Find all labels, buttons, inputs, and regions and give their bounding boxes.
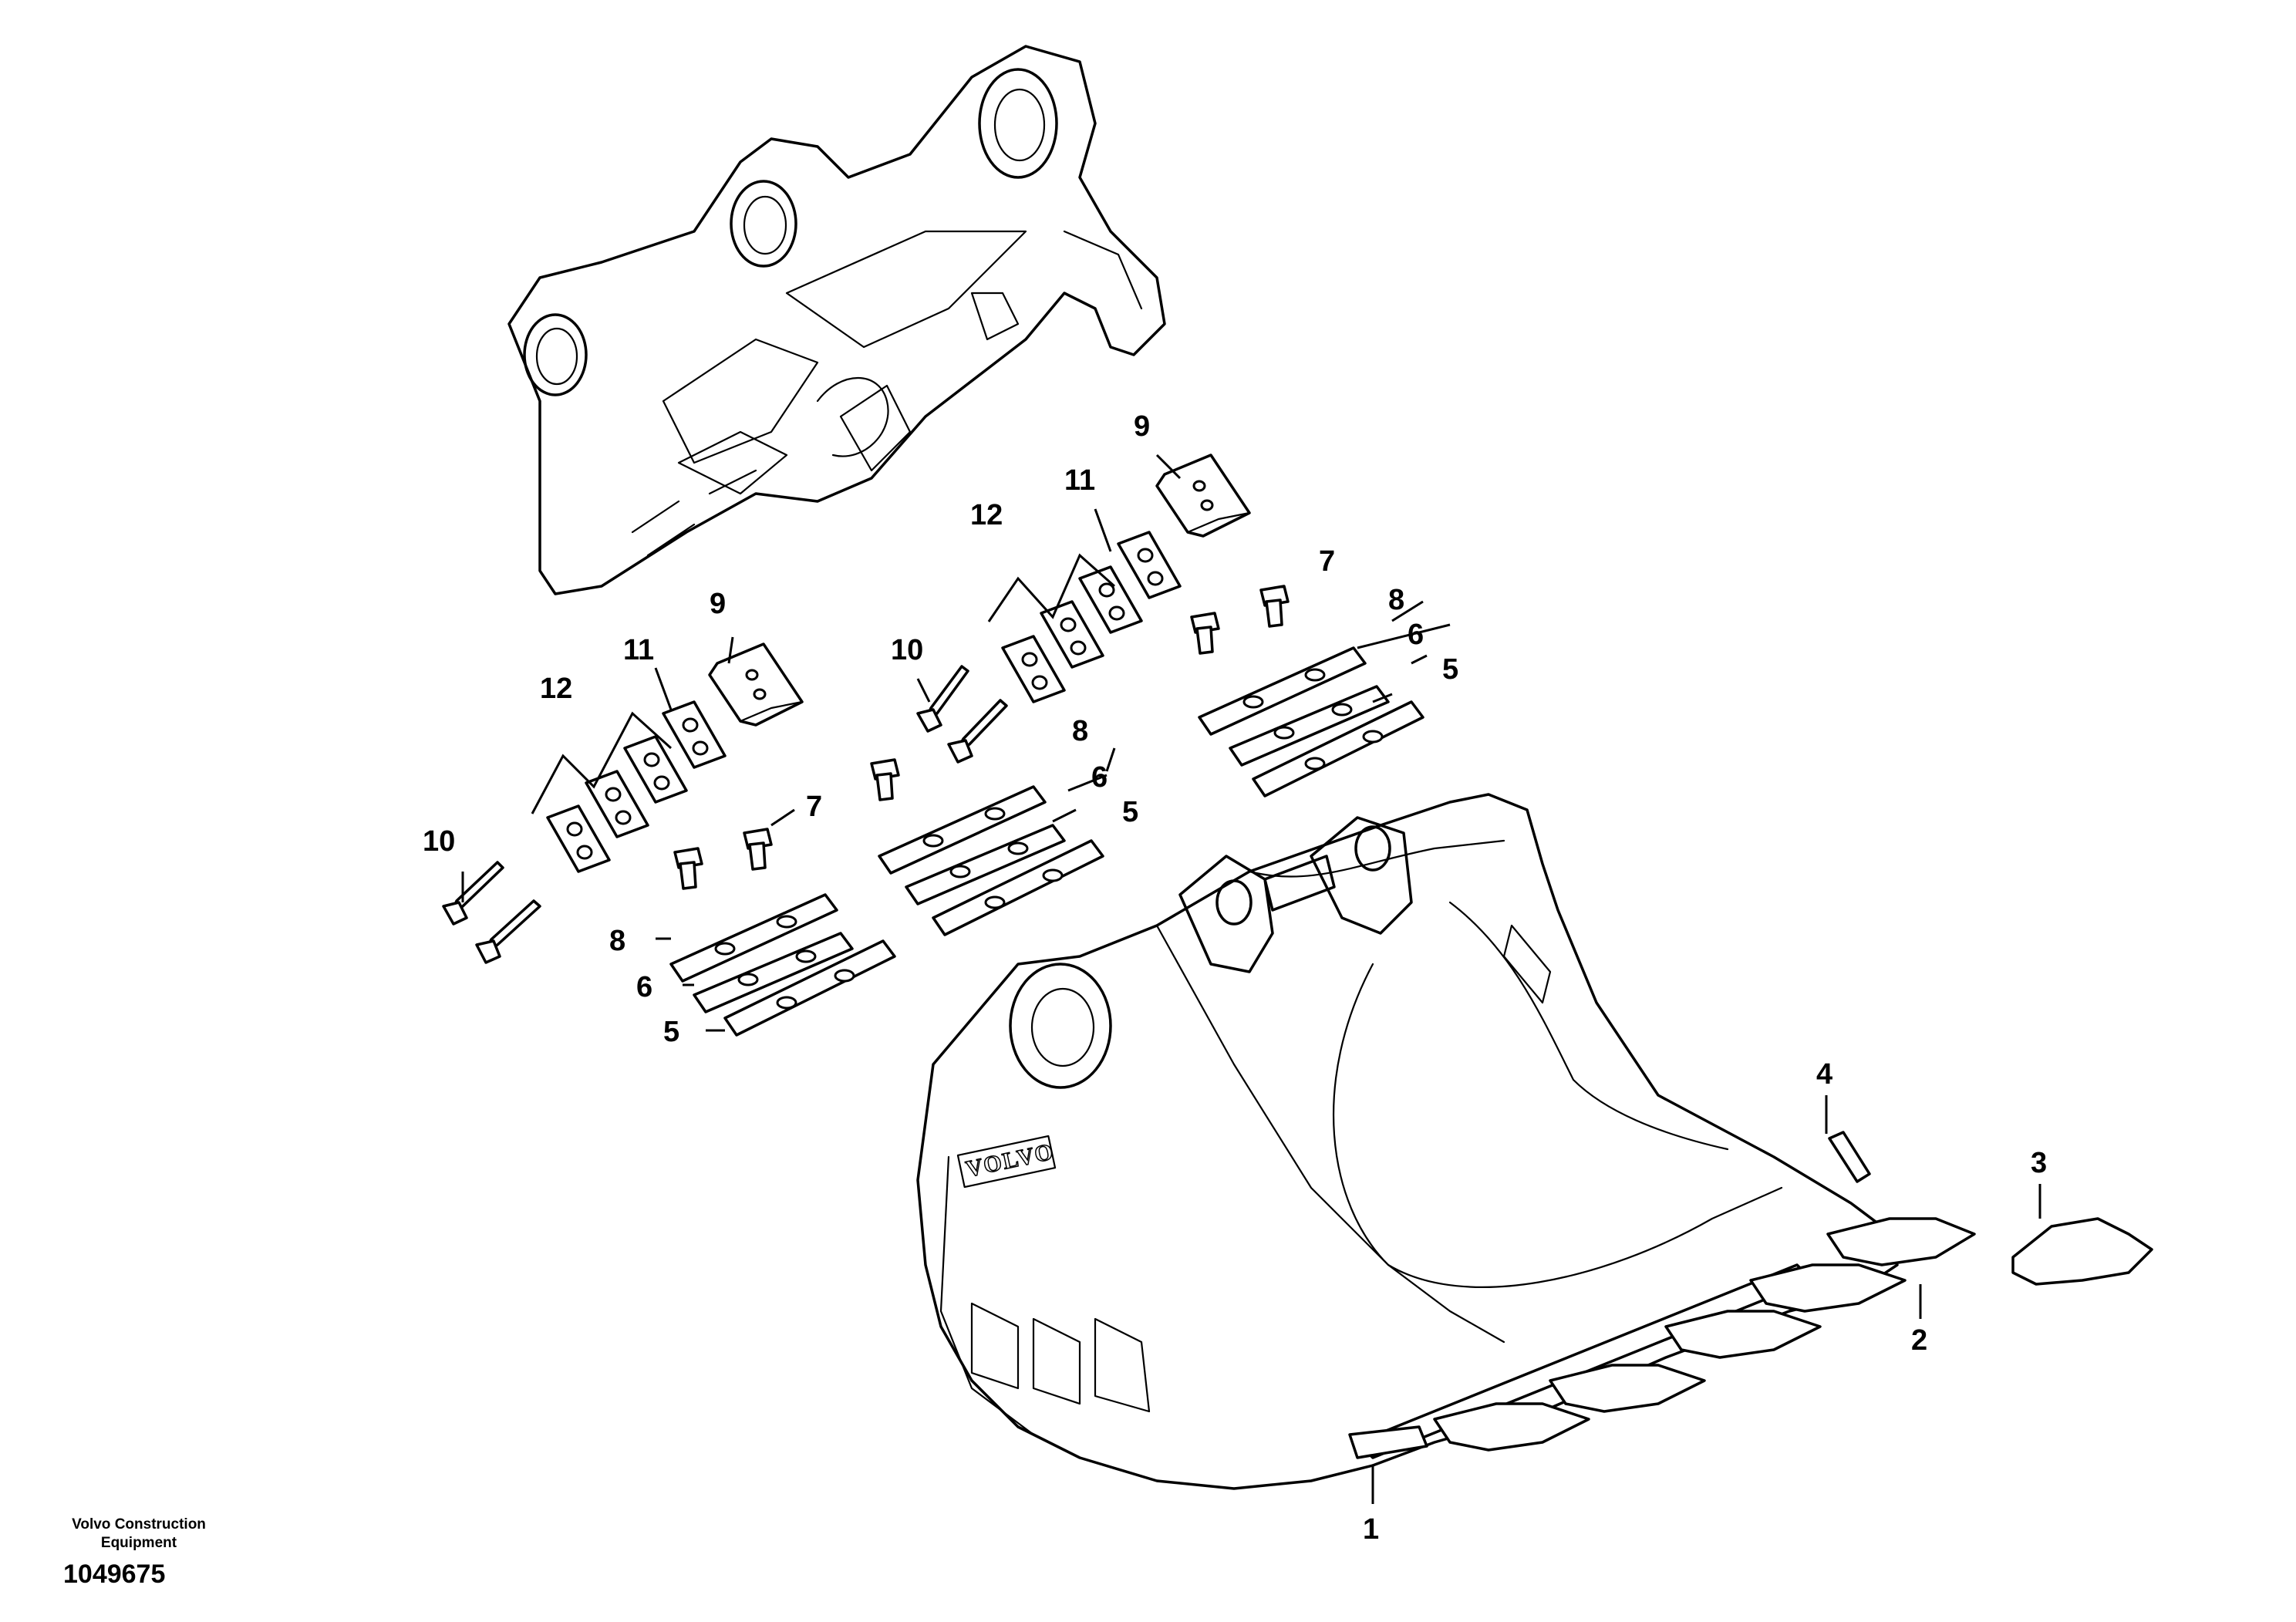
wear-parts-group-right [1190,585,1424,798]
callout-8-left: 8 [609,925,625,957]
callout-11-right: 11 [1064,464,1095,497]
publisher-line-1: Volvo Construction [72,1516,206,1533]
callout-9-left: 9 [710,588,726,620]
callout-6-left: 6 [636,971,652,1003]
callout-5-right: 5 [1442,653,1458,686]
callout-6-right: 6 [1408,619,1424,651]
tooth-part [2011,1217,2153,1286]
callout-5-left: 5 [663,1016,679,1048]
callout-3: 3 [2031,1147,2047,1179]
callout-7-right: 7 [1319,545,1335,578]
callout-1: 1 [1363,1513,1379,1546]
publisher-label: Volvo Construction Equipment [46,1516,231,1553]
quick-coupler-drawing [507,45,1166,595]
callout-12-left: 12 [540,673,572,705]
callout-4: 4 [1816,1058,1832,1091]
callout-12-right: 12 [970,499,1003,531]
drawing-number: 1049675 [63,1560,166,1589]
callout-leaders [461,454,2041,1504]
callout-6-middle: 6 [1091,761,1108,794]
publisher-line-2: Equipment [100,1535,177,1551]
callout-8-right: 8 [1388,584,1404,616]
wear-parts-group-middle [870,454,1251,936]
bucket-drawing: VOLVO [916,793,1976,1490]
callout-5-middle: 5 [1122,796,1138,828]
wear-parts-group-left [442,642,896,1037]
callout-10-middle: 10 [891,634,923,666]
lock-pin-part [1828,1131,1871,1183]
callout-7-left: 7 [806,791,822,823]
callout-8-middle: 8 [1072,715,1088,747]
callout-11-left: 11 [623,634,654,666]
callout-10-left: 10 [423,825,455,858]
bucket-brand-text: VOLVO [964,1138,1057,1182]
callout-9-right: 9 [1134,410,1150,443]
callout-2: 2 [1911,1324,1927,1357]
